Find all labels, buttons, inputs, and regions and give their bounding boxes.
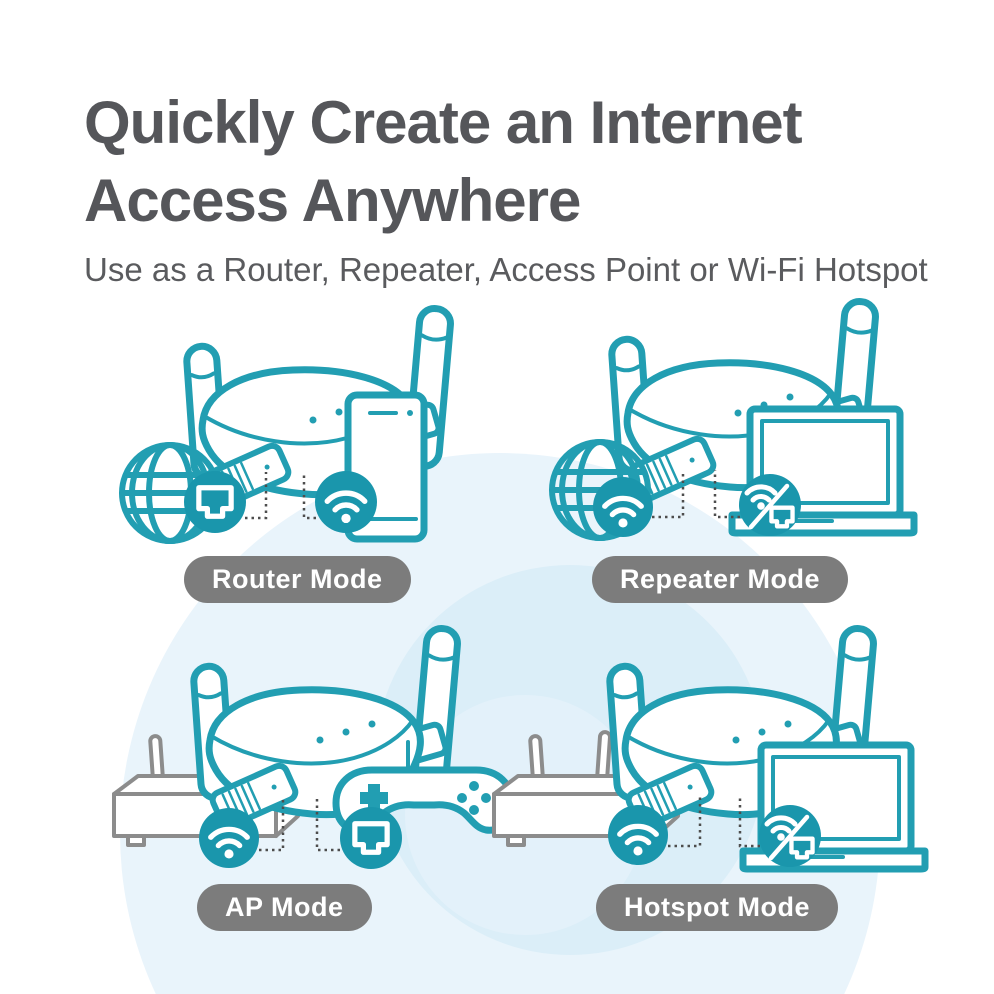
dotted-connector <box>245 472 268 520</box>
ethernet-port-badge <box>184 471 246 533</box>
mode-diagram-ap <box>85 618 525 958</box>
mode-badge-hotspot: Hotspot Mode <box>596 884 838 931</box>
wifi-badge <box>199 808 259 868</box>
page-title: Quickly Create an Internet Access Anywhe… <box>84 84 944 240</box>
repeater-mode-illustration <box>522 292 962 632</box>
dotted-connector <box>668 796 702 848</box>
wifi-badge <box>315 471 377 533</box>
page-title-line2: Access Anywhere <box>84 167 581 234</box>
mode-badge-repeater: Repeater Mode <box>592 556 849 603</box>
dotted-connector <box>738 796 760 848</box>
mode-badge-router: Router Mode <box>184 556 411 603</box>
dotted-connector <box>259 798 285 852</box>
wifi-or-ethernet-badge <box>739 474 801 536</box>
mode-badge-ap: AP Mode <box>197 884 372 931</box>
wifi-or-ethernet-badge <box>759 805 821 867</box>
header: Quickly Create an Internet Access Anywhe… <box>84 84 944 290</box>
mode-diagram-hotspot <box>492 618 958 958</box>
mode-diagram-repeater <box>522 292 962 632</box>
ap-mode-illustration <box>112 618 525 869</box>
ethernet-port-badge <box>340 807 402 869</box>
hotspot-mode-illustration <box>492 618 958 958</box>
wifi-badge <box>593 477 653 537</box>
router-mode-illustration <box>80 292 520 632</box>
mode-diagram-router <box>80 292 520 632</box>
dotted-connector <box>315 798 340 852</box>
page-subtitle: Use as a Router, Repeater, Access Point … <box>84 251 928 288</box>
page-title-line1: Quickly Create an Internet <box>84 89 803 156</box>
wifi-badge <box>608 805 668 865</box>
dotted-connector <box>713 470 740 519</box>
